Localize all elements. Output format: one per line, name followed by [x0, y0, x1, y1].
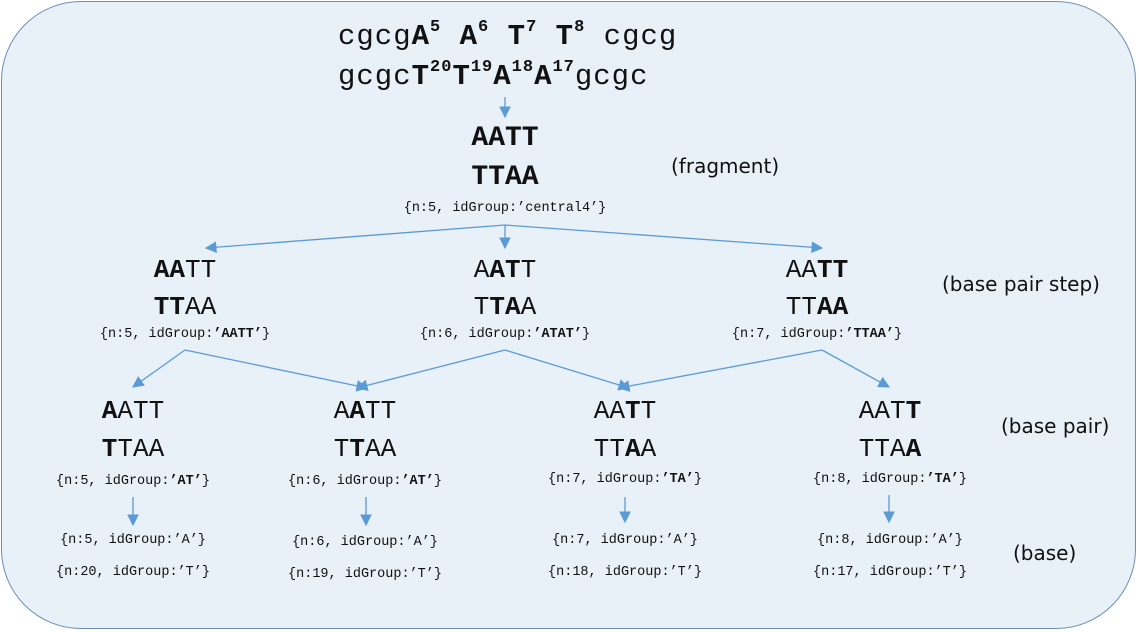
- fragment-bottom-strand: TTAA: [471, 162, 539, 193]
- pair-3-base-a: {n:7, idGroup:’A’}: [552, 533, 698, 548]
- step-2-annotation: {n:6, idGroup:’ATAT’}: [419, 327, 591, 342]
- arrow-step-3-to-pair-3: [617, 349, 823, 392]
- step-3-annotation: {n:7, idGroup:’TTAA’}: [731, 327, 903, 342]
- pair-4-bottom-strand: TTAA: [858, 434, 922, 464]
- sequence-top-strand: cgcgA5 A6 T7 T8 cgcg: [338, 18, 678, 53]
- pair-2-top-strand: AATT: [333, 396, 397, 426]
- step-1-annotation: {n:5, idGroup:’AATT’}: [99, 327, 271, 342]
- arrow-step-1-to-pair-2: [184, 349, 369, 392]
- pair-1-bottom-strand: TTAA: [101, 434, 165, 464]
- fragment-top-strand: AATT: [471, 123, 539, 154]
- pair-3-base-t: {n:18, idGroup:’T’}: [548, 565, 702, 580]
- step-1-top-strand: AATT: [153, 255, 217, 285]
- level-label-base-pair-step: (base pair step): [942, 272, 1100, 296]
- pair-4-base-a: {n:8, idGroup:’A’}: [817, 533, 963, 548]
- level-label-fragment: (fragment): [671, 154, 780, 178]
- arrow-step-2-to-pair-3: [504, 349, 631, 391]
- pair-1-base-t: {n:20, idGroup:’T’}: [56, 565, 210, 580]
- sequence-bottom-strand: gcgcT20T19A18A17gcgc: [338, 58, 649, 93]
- fragment-annotation: {n:5, idGroup:’central4’}: [403, 201, 607, 216]
- pair-2-annotation: {n:6, idGroup:’AT’}: [288, 474, 442, 489]
- step-2-bottom-strand: TTAA: [473, 292, 537, 322]
- pair-2-base-a: {n:6, idGroup:’A’}: [292, 535, 438, 550]
- step-3-top-strand: AATT: [785, 255, 849, 285]
- arrow-step-2-to-pair-2: [355, 349, 506, 392]
- pair-1-top-strand: AATT: [101, 396, 165, 426]
- level-label-base-pair: (base pair): [1001, 414, 1110, 438]
- pair-1-base-a: {n:5, idGroup:’A’}: [60, 533, 206, 548]
- pair-4-top-strand: AATT: [858, 396, 922, 426]
- level-label-base: (base): [1013, 541, 1077, 565]
- pair-1-annotation: {n:5, idGroup:’AT’}: [56, 474, 210, 489]
- arrow-step-1-to-pair-1: [132, 349, 186, 388]
- pair-2-bottom-strand: TTAA: [333, 434, 397, 464]
- pair-2-base-t: {n:19, idGroup:’T’}: [288, 567, 442, 582]
- pair-4-base-t: {n:17, idGroup:’T’}: [813, 565, 967, 580]
- arrow-fragment-to-step-1: [204, 224, 506, 254]
- step-2-top-strand: AATT: [473, 255, 537, 285]
- step-1-bottom-strand: TTAA: [153, 292, 217, 322]
- arrow-step-3-to-pair-4: [821, 349, 891, 388]
- pair-3-top-strand: AATT: [593, 396, 657, 426]
- step-3-bottom-strand: TTAA: [785, 292, 849, 322]
- pair-3-bottom-strand: TTAA: [593, 434, 657, 464]
- pair-3-annotation: {n:7, idGroup:’TA’}: [548, 472, 702, 487]
- arrow-fragment-to-step-3: [504, 224, 824, 254]
- pair-4-annotation: {n:8, idGroup:’TA’}: [813, 472, 967, 487]
